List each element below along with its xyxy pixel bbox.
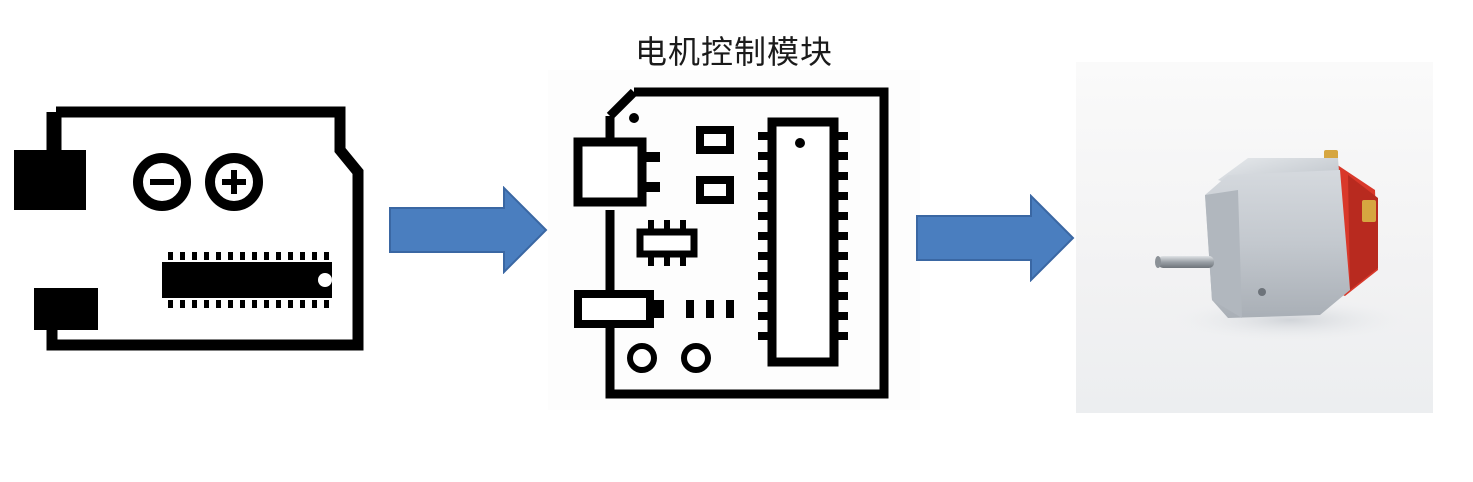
arrow-right-icon <box>915 194 1077 282</box>
arrow-right-icon <box>388 186 550 274</box>
arduino-node <box>0 80 380 380</box>
circuit-board-icon <box>573 87 889 399</box>
motor-control-module-node <box>548 70 920 410</box>
dc-motor-node <box>1076 62 1433 413</box>
arduino-logo-icon <box>133 153 263 211</box>
arduino-board-icon <box>14 106 364 351</box>
dc-motor-photo <box>1155 150 1410 342</box>
chip-icon <box>162 252 332 308</box>
module-title: 电机控制模块 <box>634 33 833 71</box>
chip-icon <box>758 117 848 367</box>
